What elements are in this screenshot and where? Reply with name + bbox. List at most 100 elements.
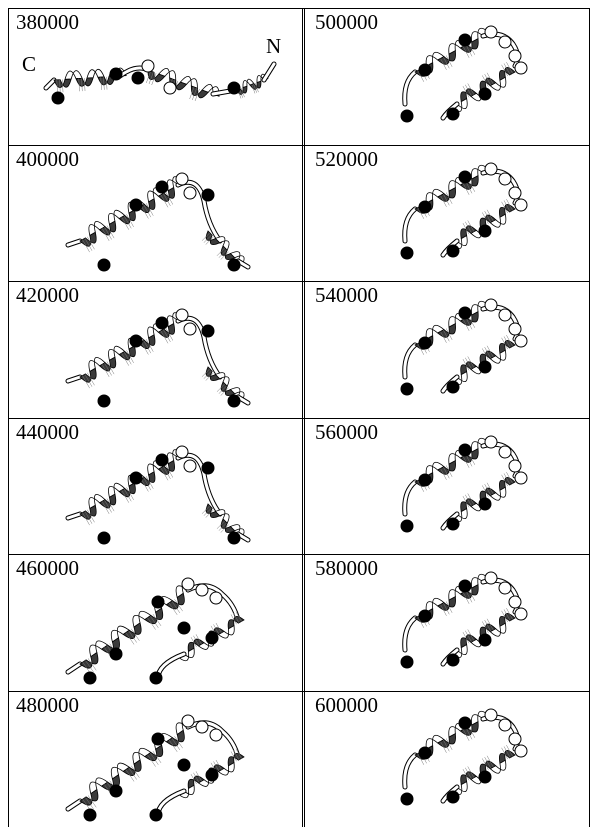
open-residue-marker — [175, 308, 189, 322]
filled-residue-marker — [418, 63, 432, 77]
filled-residue-marker — [129, 471, 143, 485]
loop-backbone-fill — [176, 180, 222, 243]
filled-residue-marker — [400, 792, 414, 806]
open-residue-marker — [484, 708, 498, 722]
panel-label: 380000 — [16, 10, 79, 34]
protein-ribbon-icon — [65, 577, 245, 685]
grid-border-right — [589, 8, 590, 827]
filled-residue-marker — [129, 198, 143, 212]
filled-residue-marker — [418, 200, 432, 214]
loop-backbone-fill — [44, 78, 56, 90]
filled-residue-marker — [446, 517, 460, 531]
open-residue-marker — [181, 577, 195, 591]
open-residue-marker — [498, 718, 512, 732]
panel-label: 400000 — [16, 147, 79, 171]
loop-backbone-fill — [66, 799, 82, 811]
open-residue-marker — [175, 445, 189, 459]
loop-backbone-fill — [262, 62, 276, 82]
grid-divider — [304, 8, 305, 827]
helix-segment — [450, 472, 516, 522]
panel-label: 480000 — [16, 693, 79, 717]
filled-residue-marker — [109, 647, 123, 661]
open-residue-marker — [195, 720, 209, 734]
open-residue-marker — [514, 744, 528, 758]
filled-residue-marker — [149, 671, 163, 685]
panel-cell: 400000 — [8, 145, 299, 281]
filled-residue-marker — [400, 246, 414, 260]
open-residue-marker — [195, 583, 209, 597]
filled-residue-marker — [201, 324, 215, 338]
open-residue-marker — [175, 172, 189, 186]
open-residue-marker — [514, 607, 528, 621]
snapshot-grid: 380000 C N 500000 400000 520000 420000 5… — [8, 8, 590, 827]
filled-residue-marker — [227, 394, 241, 408]
filled-residue-marker — [97, 531, 111, 545]
filled-residue-marker — [458, 33, 472, 47]
filled-residue-marker — [155, 316, 169, 330]
filled-residue-marker — [205, 768, 219, 782]
open-residue-marker — [484, 298, 498, 312]
filled-residue-marker — [478, 497, 492, 511]
open-residue-marker — [514, 471, 528, 485]
open-residue-marker — [181, 714, 195, 728]
filled-residue-marker — [400, 382, 414, 396]
panel-cell: 440000 — [8, 418, 299, 554]
open-residue-marker — [514, 334, 528, 348]
grid-rule — [8, 554, 590, 555]
grid-rule — [8, 145, 590, 146]
helix-segment — [146, 68, 220, 102]
open-residue-marker — [514, 198, 528, 212]
open-residue-marker — [508, 186, 522, 200]
open-residue-marker — [183, 322, 197, 336]
helix-segment — [53, 67, 127, 93]
loop-backbone-fill — [66, 239, 82, 247]
filled-residue-marker — [418, 473, 432, 487]
c-terminus-label: C — [22, 52, 37, 76]
filled-residue-marker — [418, 609, 432, 623]
filled-residue-marker — [458, 443, 472, 457]
filled-residue-marker — [400, 519, 414, 533]
loop-backbone-fill — [66, 375, 82, 383]
helix-segment — [79, 718, 195, 812]
open-residue-marker — [498, 308, 512, 322]
filled-residue-marker — [155, 180, 169, 194]
helix-segment — [79, 581, 195, 675]
filled-residue-marker — [458, 716, 472, 730]
panel-cell: 580000 — [307, 554, 590, 691]
open-residue-marker — [183, 186, 197, 200]
filled-residue-marker — [446, 653, 460, 667]
open-residue-marker — [514, 61, 528, 75]
grid-border-top — [8, 8, 590, 9]
filled-residue-marker — [478, 770, 492, 784]
protein-ribbon-icon — [400, 25, 528, 123]
filled-residue-marker — [149, 808, 163, 822]
panel-cell: 520000 — [307, 145, 590, 281]
protein-ribbon-icon — [65, 172, 251, 272]
loop-backbone-fill — [66, 662, 82, 674]
filled-residue-marker — [400, 655, 414, 669]
panel-label: 560000 — [315, 420, 378, 444]
protein-ribbon-icon — [65, 714, 245, 822]
open-residue-marker — [484, 25, 498, 39]
loop-backbone-fill — [176, 316, 222, 379]
open-residue-marker — [508, 322, 522, 336]
protein-ribbon-icon — [65, 445, 251, 545]
filled-residue-marker — [97, 258, 111, 272]
loop-backbone-fill — [176, 453, 222, 516]
open-residue-marker — [508, 732, 522, 746]
filled-residue-marker — [227, 531, 241, 545]
protein-ribbon-icon — [400, 708, 528, 806]
protein-ribbon-icon — [400, 571, 528, 669]
filled-residue-marker — [205, 631, 219, 645]
grid-border-left — [8, 8, 9, 827]
open-residue-marker — [484, 571, 498, 585]
panel-cell: 560000 — [307, 418, 590, 554]
loop-backbone-fill — [403, 616, 417, 652]
filled-residue-marker — [478, 87, 492, 101]
open-residue-marker — [183, 459, 197, 473]
open-residue-marker — [484, 435, 498, 449]
open-residue-marker — [508, 49, 522, 63]
filled-residue-marker — [151, 732, 165, 746]
filled-residue-marker — [51, 91, 65, 105]
open-residue-marker — [498, 172, 512, 186]
